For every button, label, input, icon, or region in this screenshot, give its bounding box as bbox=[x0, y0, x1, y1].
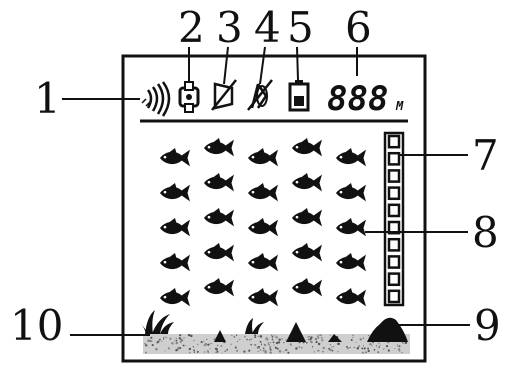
fish-icon bbox=[336, 288, 366, 307]
fish-icon bbox=[204, 278, 234, 297]
sonar-wave-icon bbox=[141, 81, 171, 117]
callout-lines bbox=[62, 46, 470, 336]
signal-strength-bar bbox=[383, 131, 405, 307]
depth-value: 888 bbox=[327, 79, 388, 119]
fish-icon bbox=[336, 148, 366, 167]
backlight-off-icon bbox=[211, 79, 237, 111]
fish-icon bbox=[160, 288, 190, 307]
fish-icon bbox=[204, 208, 234, 227]
callout-4: 4 bbox=[254, 3, 281, 52]
fish-grid bbox=[160, 138, 366, 307]
signal-segment bbox=[387, 220, 401, 235]
fish-icon bbox=[160, 148, 190, 167]
signal-segment bbox=[387, 186, 401, 201]
callout-5: 5 bbox=[287, 3, 314, 52]
signal-segment bbox=[387, 151, 401, 166]
depth-unit: M bbox=[395, 99, 404, 113]
signal-segment bbox=[387, 237, 401, 252]
signal-bar-frame bbox=[383, 131, 405, 307]
sound-off-icon bbox=[247, 79, 273, 111]
fish-icon bbox=[204, 243, 234, 262]
callout-10: 10 bbox=[10, 301, 63, 350]
fish-icon bbox=[292, 208, 322, 227]
fish-icon bbox=[292, 173, 322, 192]
fish-icon bbox=[336, 218, 366, 237]
fish-icon bbox=[292, 243, 322, 262]
callout-7: 7 bbox=[472, 131, 499, 180]
signal-segment bbox=[387, 169, 401, 183]
fish-icon bbox=[160, 218, 190, 237]
callout-3: 3 bbox=[216, 3, 243, 52]
signal-segment bbox=[387, 203, 401, 218]
fish-icon bbox=[204, 173, 234, 192]
fish-icon bbox=[248, 148, 278, 167]
fish-icon bbox=[248, 288, 278, 307]
fish-icon bbox=[160, 183, 190, 202]
signal-segment bbox=[387, 134, 401, 149]
callout-9: 9 bbox=[474, 301, 501, 350]
fish-alarm-icon bbox=[178, 81, 200, 113]
fish-icon bbox=[292, 138, 322, 157]
fish-icon bbox=[248, 253, 278, 272]
weed-icon bbox=[140, 310, 264, 334]
fish-icon bbox=[204, 138, 234, 157]
callout-6: 6 bbox=[345, 3, 372, 52]
fish-icon bbox=[248, 218, 278, 237]
lcd-frame bbox=[121, 54, 427, 363]
signal-segment bbox=[387, 272, 401, 287]
signal-segment bbox=[387, 289, 401, 304]
rock-icon bbox=[214, 317, 408, 342]
callout-1: 1 bbox=[34, 74, 61, 123]
fish-icon bbox=[336, 183, 366, 202]
signal-segment bbox=[387, 255, 401, 269]
fish-icon bbox=[292, 278, 322, 297]
callout-2: 2 bbox=[178, 3, 205, 52]
fish-icon bbox=[336, 253, 366, 272]
fish-icon bbox=[248, 183, 278, 202]
battery-icon bbox=[288, 80, 310, 112]
callout-8: 8 bbox=[472, 208, 499, 257]
depth-digits: 888 M bbox=[327, 79, 404, 119]
fish-icon bbox=[160, 253, 190, 272]
